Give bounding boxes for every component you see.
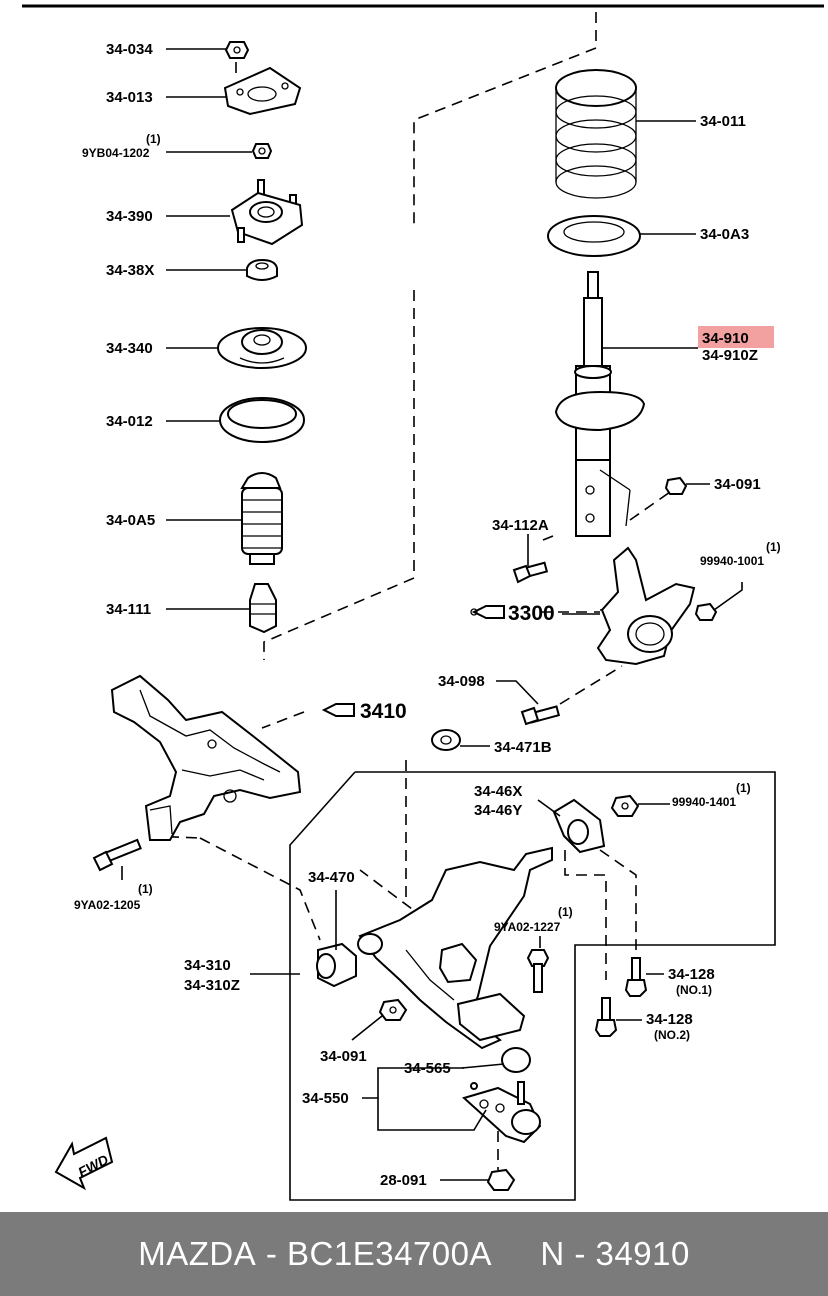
label-ref-3300: 3300 bbox=[508, 602, 555, 625]
ref-arrow-3300-icon bbox=[470, 605, 505, 619]
label-34-034: 34-034 bbox=[106, 41, 153, 58]
label-99940-1001-qty: (1) bbox=[766, 540, 781, 554]
catalog-prefix: N bbox=[540, 1235, 565, 1272]
label-34-550: 34-550 bbox=[302, 1090, 349, 1107]
label-34-128-no1-note: (NO.1) bbox=[676, 983, 712, 997]
front-bushing-34-470 bbox=[316, 942, 357, 988]
label-34-565: 34-565 bbox=[404, 1060, 451, 1077]
part-number: BC1E34700A bbox=[287, 1235, 493, 1272]
label-ref-3410: 3410 bbox=[360, 700, 407, 723]
label-34-128-no2: 34-128 bbox=[646, 1011, 693, 1028]
label-34-091-lower: 34-091 bbox=[320, 1048, 367, 1065]
bolt-34-128-no1 bbox=[624, 957, 648, 997]
nut-28-091 bbox=[486, 1168, 516, 1191]
label-9ya02-1227: 9YA02-1227 bbox=[494, 920, 561, 934]
label-9yb04-1202: 9YB04-1202 bbox=[82, 146, 150, 160]
nut-99940-1001 bbox=[694, 602, 718, 621]
label-34-471b: 34-471B bbox=[494, 739, 552, 756]
bolt-9ya02-1227 bbox=[526, 949, 550, 993]
bump-stop-34-111 bbox=[249, 583, 277, 634]
label-9ya02-1205-qty: (1) bbox=[138, 882, 153, 896]
leader-lines bbox=[121, 48, 743, 1181]
label-28-091: 28-091 bbox=[380, 1172, 427, 1189]
spring-seat-34-340 bbox=[217, 327, 307, 369]
label-9ya02-1205: 9YA02-1205 bbox=[74, 898, 141, 912]
label-34-470: 34-470 bbox=[308, 869, 355, 886]
spring-seat-34-0a3 bbox=[547, 215, 641, 257]
label-34-38x: 34-38X bbox=[106, 262, 154, 279]
shock-absorber-34-910 bbox=[554, 271, 646, 537]
nut-34-091-upper bbox=[664, 476, 688, 495]
label-34-340: 34-340 bbox=[106, 340, 153, 357]
label-34-46x: 34-46X bbox=[474, 783, 522, 800]
footer-separator: - bbox=[256, 1235, 288, 1272]
part-info-footer: MAZDA - BC1E34700A N - 34910 bbox=[0, 1212, 828, 1296]
bushing-34-38x bbox=[246, 258, 278, 281]
steering-knuckle-3300 bbox=[596, 546, 696, 666]
bolt-9ya02-1205 bbox=[92, 838, 142, 872]
label-34-310: 34-310 bbox=[184, 957, 231, 974]
label-99940-1401: 99940-1401 bbox=[672, 795, 736, 809]
lower-control-arm-34-310 bbox=[357, 846, 553, 1050]
label-34-091-upper: 34-091 bbox=[714, 476, 761, 493]
parts-diagram: FWD 34-034 bbox=[22, 4, 824, 1201]
ref-arrow-3410-icon bbox=[321, 703, 355, 717]
nut-34-091-lower bbox=[378, 998, 408, 1021]
rear-bushing-34-46x bbox=[552, 798, 606, 854]
label-34-910z: 34-910Z bbox=[702, 347, 758, 364]
dust-boot-34-0a5 bbox=[240, 472, 283, 565]
label-99940-1401-qty: (1) bbox=[736, 781, 751, 795]
bolt-34-112a bbox=[512, 561, 549, 584]
catalog-number: 34910 bbox=[595, 1235, 690, 1272]
nut-34-034 bbox=[224, 41, 250, 59]
footer-separator-2: - bbox=[564, 1235, 596, 1272]
label-34-011: 34-011 bbox=[700, 113, 746, 130]
insulator-ring-34-012 bbox=[219, 397, 305, 443]
label-34-0a3: 34-0A3 bbox=[700, 226, 749, 243]
lower-arm-group-frame bbox=[289, 771, 776, 1201]
label-9yb04-1202-qty: (1) bbox=[146, 132, 161, 146]
label-34-46y: 34-46Y bbox=[474, 802, 522, 819]
ball-joint-boot-34-565 bbox=[470, 1047, 531, 1090]
footer-gap bbox=[492, 1235, 540, 1273]
label-34-098: 34-098 bbox=[438, 673, 485, 690]
assembly-dashed-lines bbox=[149, 12, 671, 1170]
label-34-013: 34-013 bbox=[106, 89, 153, 106]
nut-9yb04-1202 bbox=[251, 143, 273, 159]
bolt-34-098 bbox=[520, 705, 561, 726]
label-34-012: 34-012 bbox=[106, 413, 153, 430]
label-34-111: 34-111 bbox=[106, 601, 151, 618]
label-34-0a5: 34-0A5 bbox=[106, 512, 155, 529]
ball-joint-34-550 bbox=[462, 1081, 542, 1144]
coil-spring-34-011 bbox=[555, 69, 637, 199]
bolt-34-128-no2 bbox=[594, 997, 618, 1037]
label-9ya02-1227-qty: (1) bbox=[558, 905, 573, 919]
crossmember-3410 bbox=[110, 674, 302, 841]
label-34-310z: 34-310Z bbox=[184, 977, 240, 994]
washer-34-471b bbox=[431, 729, 461, 751]
strut-mount-34-390 bbox=[230, 179, 304, 246]
label-34-390: 34-390 bbox=[106, 208, 153, 225]
label-99940-1001: 99940-1001 bbox=[700, 554, 764, 568]
mount-plate-34-013 bbox=[223, 66, 302, 116]
label-34-128-no1: 34-128 bbox=[668, 966, 715, 983]
label-34-910: 34-910 bbox=[702, 330, 749, 347]
brand-name: MAZDA bbox=[138, 1235, 257, 1272]
part-highlight bbox=[698, 326, 774, 348]
part-labels: 34-034 34-013 (1) 9YB04-1202 34-390 34-3… bbox=[74, 41, 781, 1189]
label-34-112a: 34-112A bbox=[492, 517, 549, 534]
forward-direction-arrow-icon: FWD bbox=[54, 1136, 114, 1191]
nut-99940-1401 bbox=[610, 794, 640, 817]
label-34-128-no2-note: (NO.2) bbox=[654, 1028, 690, 1042]
